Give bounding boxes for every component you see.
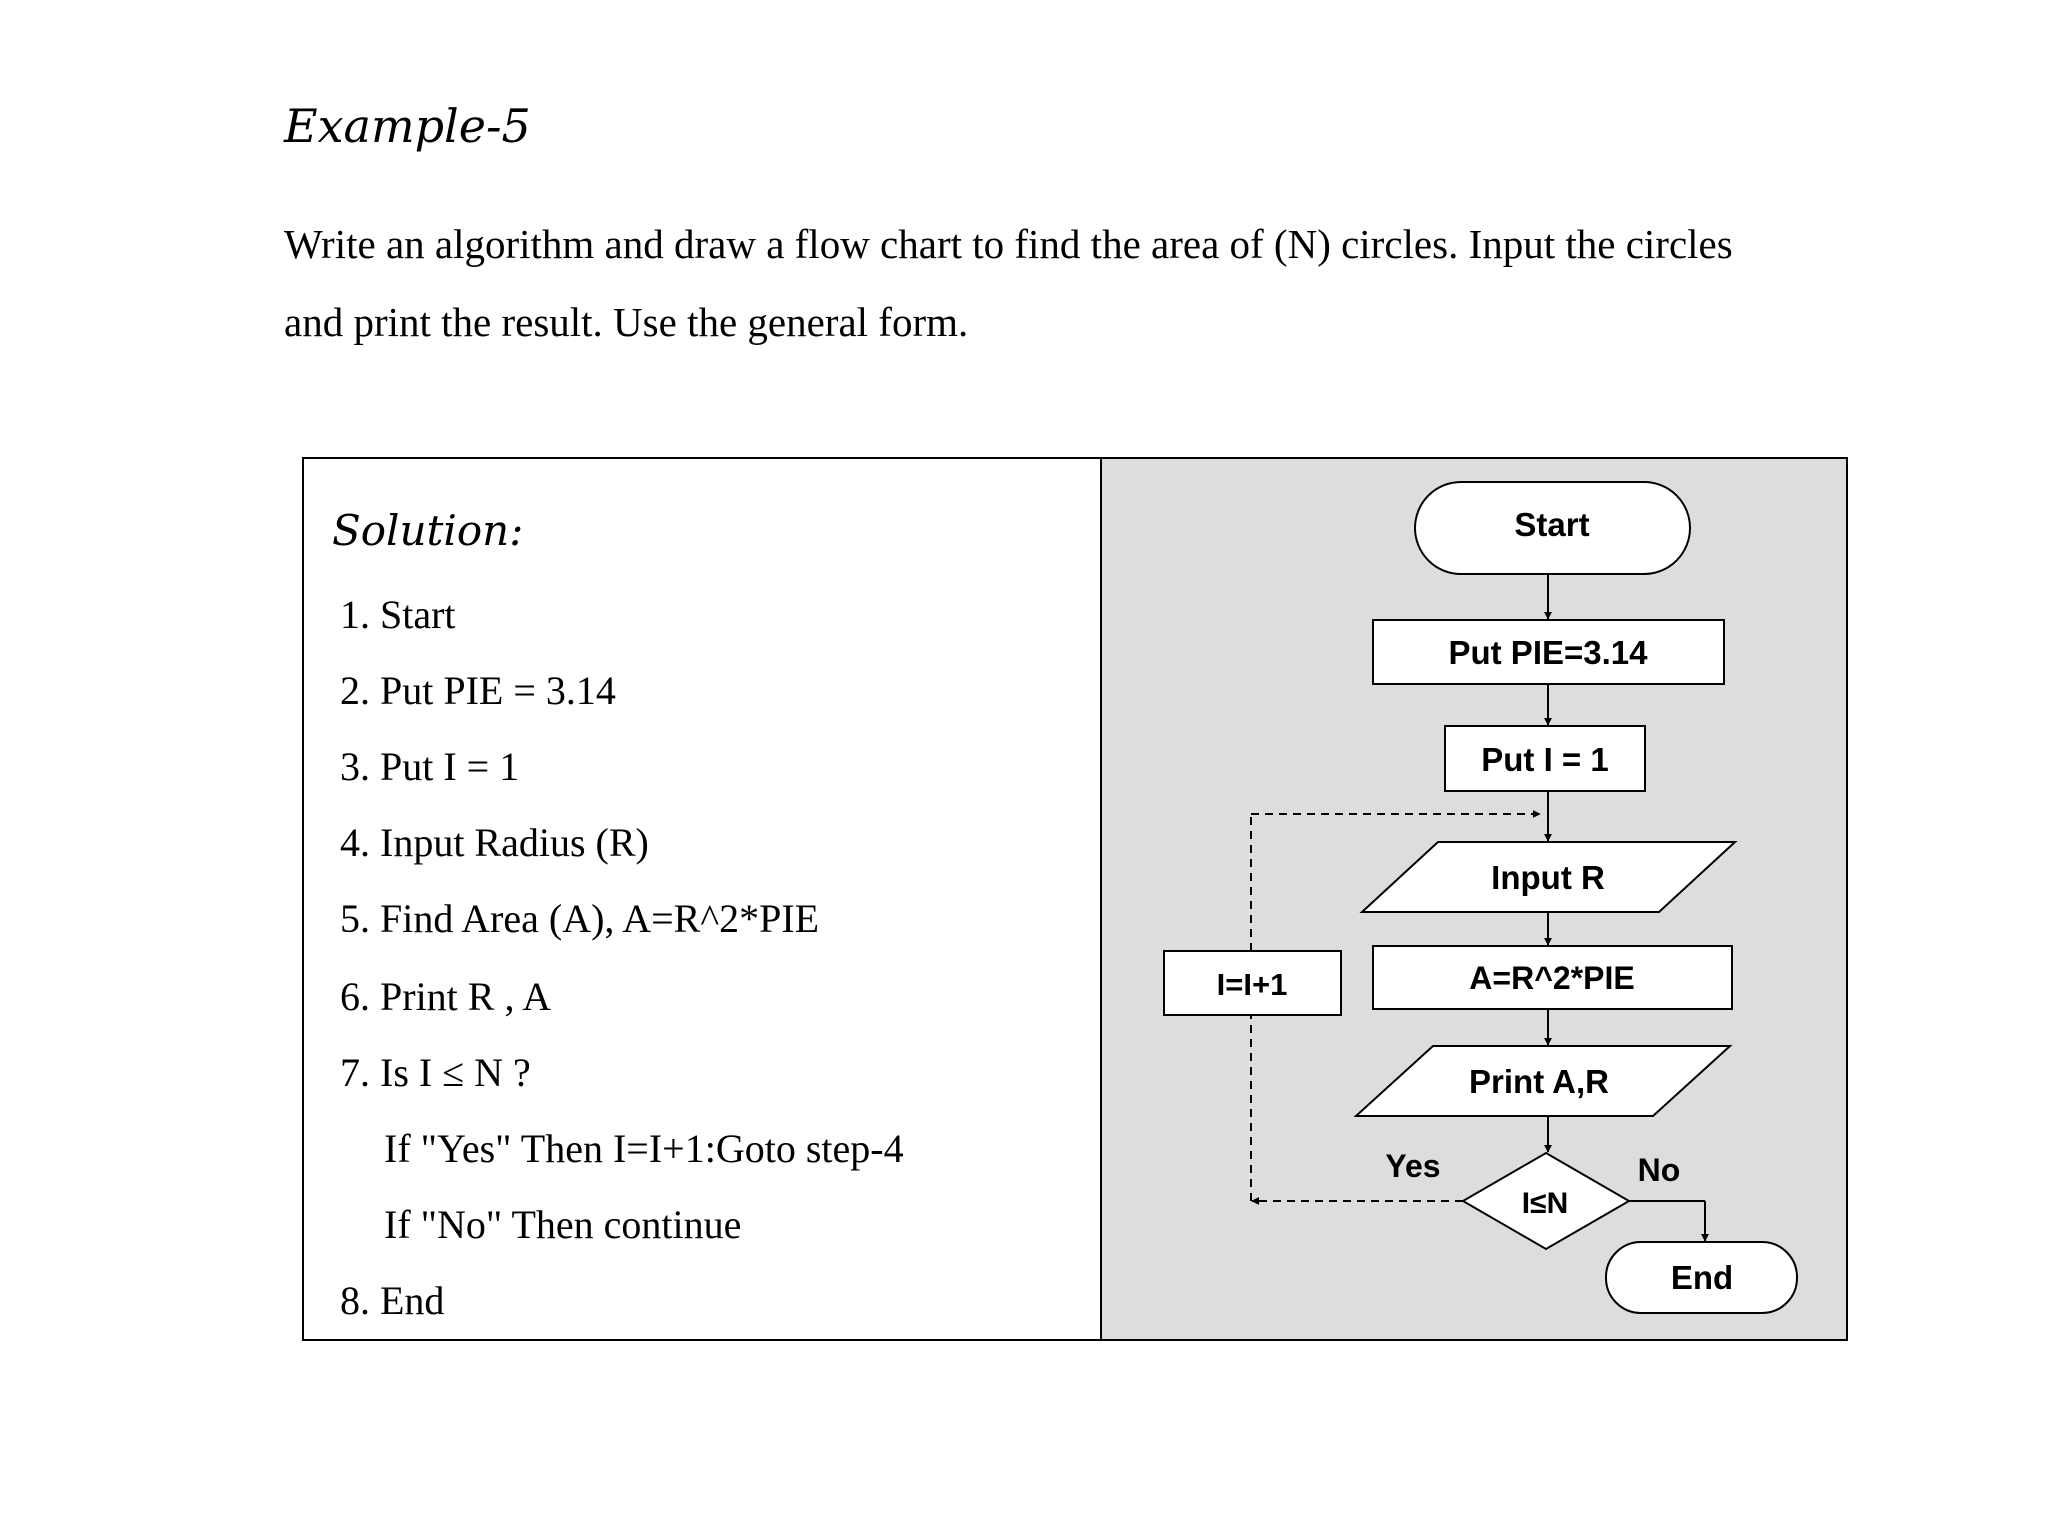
put-pie-label: Put PIE=3.14 — [1448, 634, 1648, 671]
problem-statement-line-2: and print the result. Use the general fo… — [284, 299, 969, 345]
algorithm-step-1: 1. Start — [340, 592, 456, 637]
decision-diamond — [1461, 1151, 1631, 1251]
example-heading: Example-5 — [284, 99, 531, 153]
algorithm-step-5: 5. Find Area (A), A=R^2*PIE — [340, 896, 820, 941]
end-terminal — [1605, 1241, 1798, 1314]
algorithm-step-6: 6. Print R , A — [340, 974, 552, 1019]
algorithm-step-7: 7. Is I ≤ N ? — [340, 1050, 531, 1095]
increment-process — [1163, 950, 1342, 1016]
yes-label: Yes — [1385, 1148, 1440, 1184]
solution-title: Solution: — [332, 506, 524, 555]
compute-area-label: A=R^2*PIE — [1469, 960, 1634, 996]
compute-area-process — [1372, 945, 1733, 1010]
algorithm-panel: Solution: 1. Start 2. Put PIE = 3.14 3. … — [304, 459, 1102, 1339]
decision-label: I≤N — [1522, 1187, 1568, 1220]
algorithm-step-4: 4. Input Radius (R) — [340, 820, 649, 865]
flowchart-panel: Start Put PIE=3.14 Put I = 1 Input R A=R… — [1102, 459, 1846, 1339]
flowchart: Start Put PIE=3.14 Put I = 1 Input R A=R… — [1163, 481, 1798, 1314]
print-label: Print A,R — [1469, 1063, 1609, 1100]
increment-label: I=I+1 — [1217, 967, 1288, 1002]
put-pie-process — [1372, 619, 1725, 685]
input-r-io — [1359, 841, 1738, 913]
input-r-label: Input R — [1491, 859, 1605, 896]
algorithm-step-8: 8. End — [340, 1278, 445, 1323]
end-label: End — [1671, 1259, 1733, 1296]
put-i-process — [1444, 725, 1646, 792]
start-terminal — [1414, 481, 1691, 575]
solution-frame: Solution: 1. Start 2. Put PIE = 3.14 3. … — [302, 457, 1848, 1341]
start-label: Start — [1514, 506, 1589, 543]
algorithm-step-3: 3. Put I = 1 — [340, 744, 520, 789]
put-i-label: Put I = 1 — [1481, 741, 1608, 778]
algorithm-step-7-no: If "No" Then continue — [384, 1202, 742, 1247]
print-io — [1353, 1045, 1733, 1117]
no-label: No — [1638, 1152, 1681, 1188]
problem-statement-line-1: Write an algorithm and draw a flow chart… — [284, 221, 1733, 267]
algorithm-step-2: 2. Put PIE = 3.14 — [340, 668, 616, 713]
algorithm-step-7-yes: If "Yes" Then I=I+1:Goto step-4 — [384, 1126, 904, 1171]
